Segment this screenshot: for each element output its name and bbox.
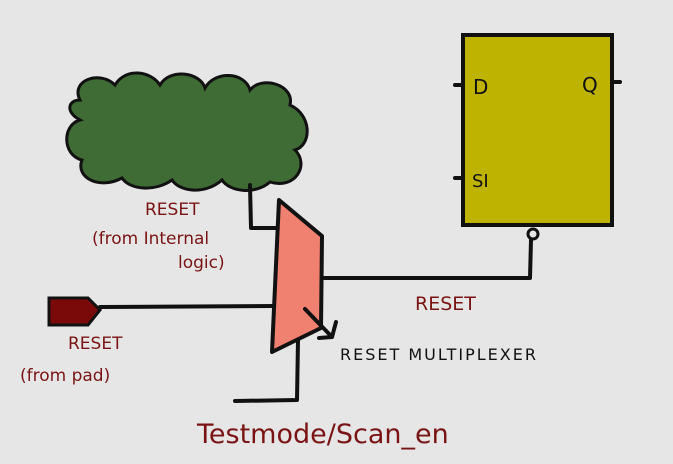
reset-pad [47, 296, 103, 327]
mux-label: RESET MULTIPLEXER [340, 345, 538, 364]
pad-reset-wire [98, 304, 276, 309]
si-pin-label: SI [472, 171, 489, 192]
pad-reset-label-2: (from pad) [20, 366, 110, 386]
select-label: Testmode/Scan_en [196, 419, 449, 450]
internal-reset-label: RESET [145, 200, 200, 220]
q-pin-label: Q [582, 73, 598, 97]
internal-reset-label-3: logic) [178, 253, 225, 273]
flip-flop [461, 33, 614, 227]
output-reset-wire [321, 238, 533, 280]
reset-bubble [526, 227, 540, 241]
pad-reset-label: RESET [68, 334, 123, 354]
d-pin-label: D [473, 75, 488, 99]
internal-logic-cloud [65, 71, 309, 192]
select-wire [233, 338, 300, 403]
internal-reset-wire [248, 183, 278, 230]
output-reset-label: RESET [415, 293, 476, 315]
internal-reset-label-2: (from Internal [92, 229, 209, 249]
pointer-arrow [303, 307, 338, 340]
